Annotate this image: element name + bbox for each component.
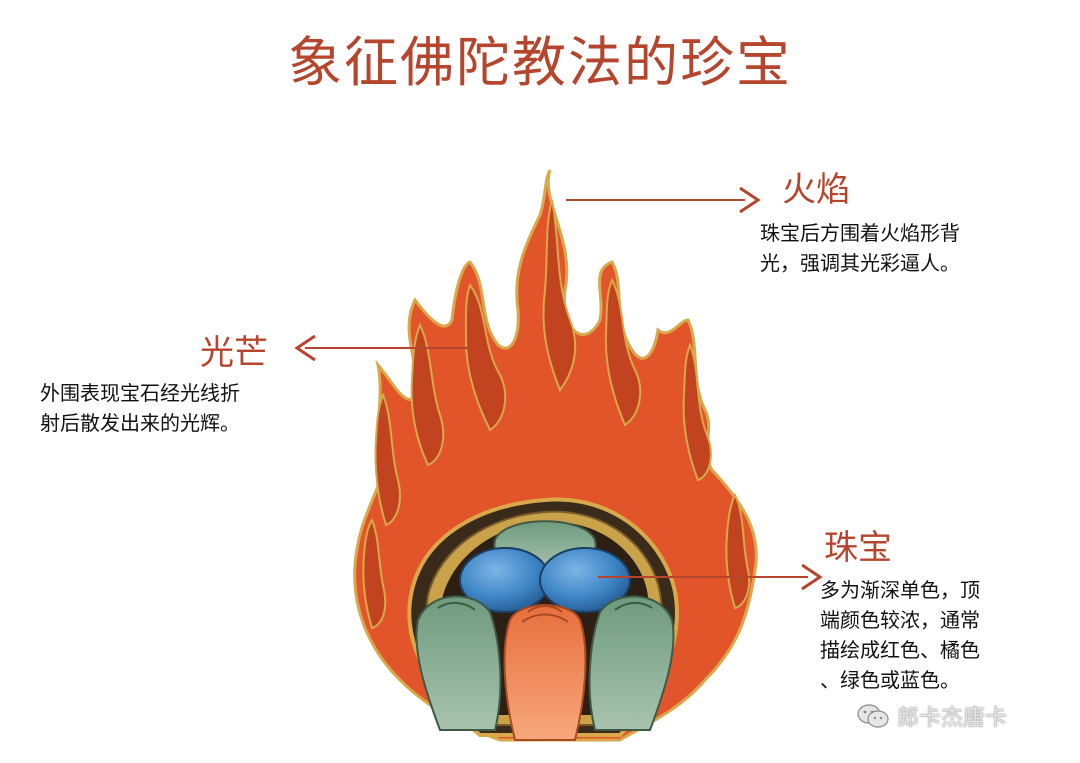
jewel-description-line: 描绘成红色、橘色 [820,638,980,662]
rays-label: 光芒 [200,333,268,373]
arrow-rays [294,334,470,362]
jewel-description: 多为渐深单色，顶 端颜色较浓，通常 描绘成红色、橘色 、绿色或蓝色。 [820,575,980,695]
jewel-label: 珠宝 [824,528,892,568]
jewel-description-line: 端颜色较浓，通常 [820,608,980,632]
arrow-jewel [598,563,823,591]
right-blue-jewel [539,547,631,613]
flame-description: 珠宝后方围着火焰形背 光，强调其光彩逼人。 [760,218,960,278]
watermark: 郎卡杰唐卡 [856,700,1007,735]
arrow-flame [566,186,761,214]
right-green-jewel [588,595,675,731]
rays-description-line: 射后散发出来的光辉。 [40,411,240,435]
rays-description-line: 外围表现宝石经光线折 [40,381,240,405]
watermark-text: 郎卡杰唐卡 [897,706,1008,731]
jewel-description-line: 多为渐深单色，顶 [820,578,980,602]
flame-label: 火焰 [782,170,850,210]
jewel-description-line: 、绿色或蓝色。 [820,668,960,692]
rays-description: 外围表现宝石经光线折 射后散发出来的光辉。 [40,378,240,438]
page-title: 象征佛陀教法的珍宝 [288,31,792,94]
jewel-cluster [415,520,675,741]
left-green-jewel [415,595,502,731]
center-orange-jewel [503,604,587,741]
wechat-icon [856,703,890,735]
flame-description-line: 珠宝后方围着火焰形背 [760,221,960,245]
flame-description-line: 光，强调其光彩逼人。 [760,251,960,275]
